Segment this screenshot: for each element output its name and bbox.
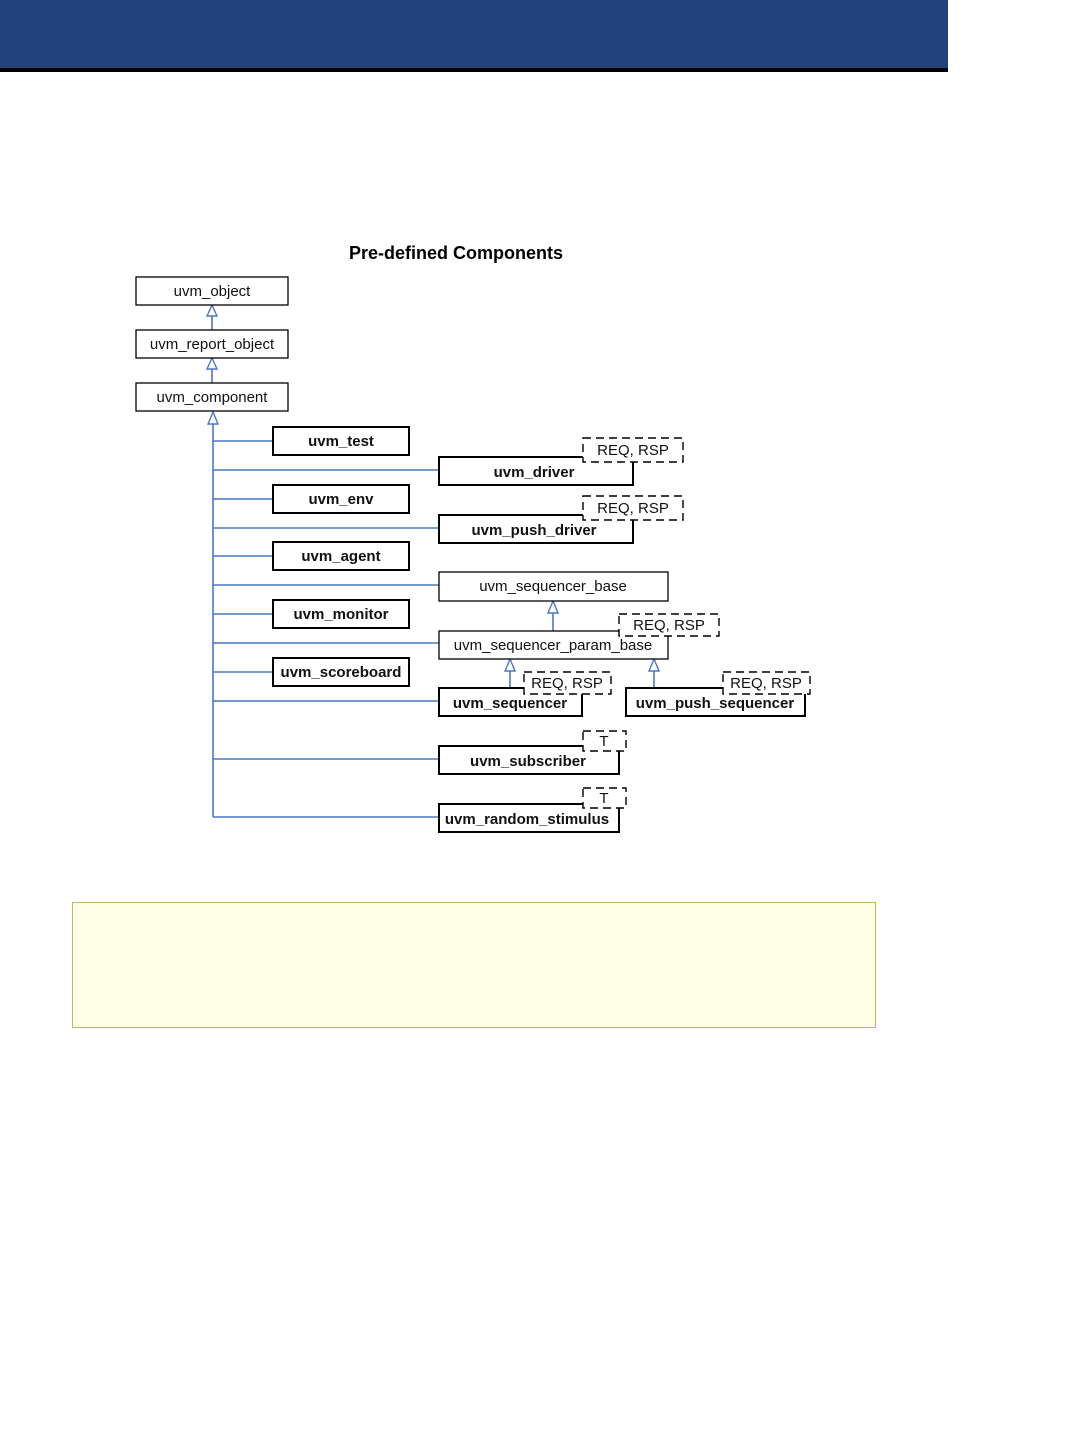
class-uvm-test: uvm_test [272, 426, 410, 456]
class-label: uvm_subscriber [470, 753, 586, 770]
class-label: uvm_test [308, 433, 374, 450]
class-label: uvm_sequencer_param_base [454, 637, 652, 654]
connectors [211, 316, 655, 818]
inheritance-arrowheads [205, 303, 661, 672]
arrowhead-uvm-sequencer-base [546, 599, 560, 614]
arrowhead-param-base-left [503, 657, 517, 672]
param-label: REQ, RSP [633, 617, 705, 634]
arrowhead-uvm-component [206, 410, 220, 425]
class-uvm-scoreboard: uvm_scoreboard [272, 657, 410, 687]
class-uvm-object: uvm_object [135, 276, 289, 306]
param-label: REQ, RSP [597, 500, 669, 517]
param-label: REQ, RSP [597, 442, 669, 459]
template-param-uvm-subscriber: T [582, 730, 627, 752]
class-uvm-random-stimulus: uvm_random_stimulus [438, 803, 620, 833]
arrowhead-uvm-report-object [205, 356, 219, 370]
top-banner [0, 0, 948, 72]
param-label: T [599, 733, 608, 750]
class-label: uvm_driver [494, 464, 575, 481]
class-label: uvm_component [157, 389, 269, 406]
class-uvm-sequencer-base: uvm_sequencer_base [438, 571, 669, 602]
class-label: uvm_sequencer [453, 695, 567, 712]
class-label: uvm_agent [301, 548, 380, 565]
template-param-uvm-sequencer-param-base: REQ, RSP [618, 613, 720, 637]
template-param-uvm-sequencer: REQ, RSP [523, 671, 612, 695]
class-label: uvm_object [174, 283, 252, 300]
class-hierarchy-diagram: uvm_object uvm_report_object uvm_compone… [135, 276, 811, 833]
class-label: uvm_monitor [293, 606, 388, 623]
note-box [72, 902, 876, 1028]
class-label: uvm_push_driver [471, 522, 596, 539]
class-uvm-component: uvm_component [135, 382, 289, 412]
arrowhead-param-base-right [647, 657, 661, 672]
template-param-uvm-driver: REQ, RSP [582, 437, 684, 463]
diagram-title: Pre-defined Components [349, 243, 564, 263]
template-param-uvm-random-stimulus: T [582, 787, 627, 809]
class-uvm-env: uvm_env [272, 484, 410, 514]
class-uvm-agent: uvm_agent [272, 541, 410, 571]
class-label: uvm_random_stimulus [445, 811, 609, 828]
param-label: REQ, RSP [531, 675, 603, 692]
class-label: uvm_report_object [150, 336, 275, 353]
class-label: uvm_sequencer_base [479, 578, 627, 595]
class-label: uvm_push_sequencer [636, 695, 795, 712]
template-param-uvm-push-driver: REQ, RSP [582, 495, 684, 521]
class-label: uvm_env [308, 491, 374, 508]
arrowhead-uvm-object [205, 303, 219, 317]
param-label: REQ, RSP [730, 675, 802, 692]
param-label: T [599, 790, 608, 807]
template-param-uvm-push-sequencer: REQ, RSP [722, 671, 811, 695]
class-uvm-monitor: uvm_monitor [272, 599, 410, 629]
class-uvm-report-object: uvm_report_object [135, 329, 289, 359]
class-label: uvm_scoreboard [281, 664, 402, 681]
